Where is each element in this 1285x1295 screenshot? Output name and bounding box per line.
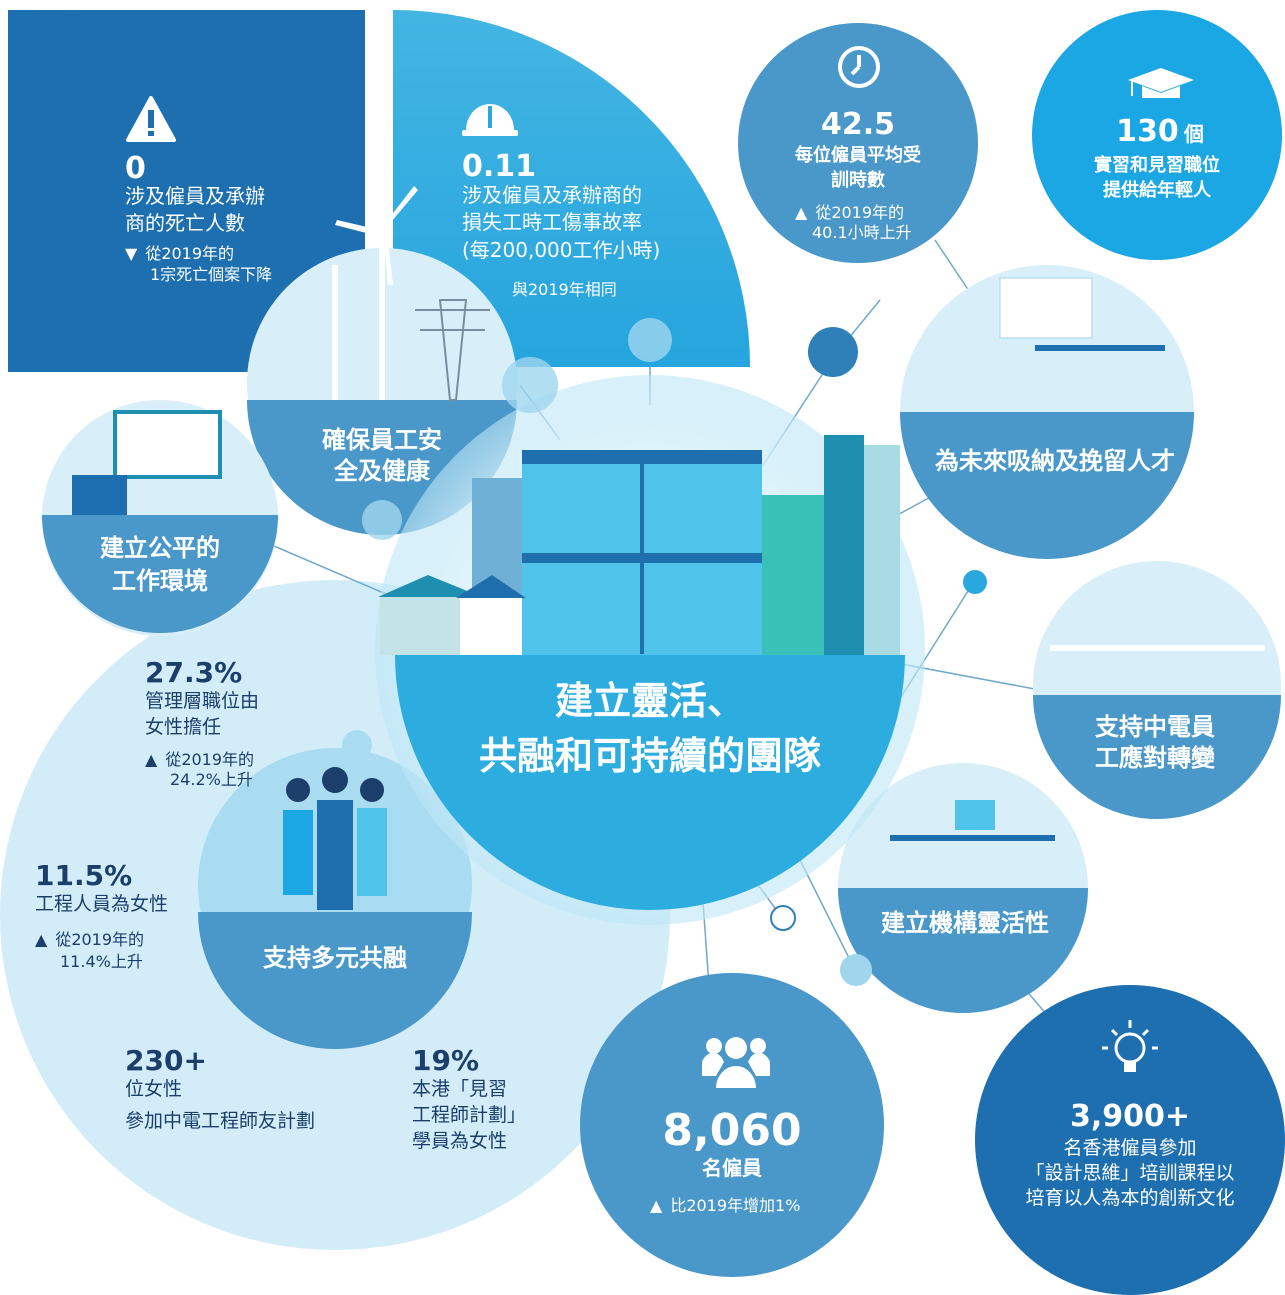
fair-label: 工作環境: [112, 567, 208, 595]
injury-desc: 損失工時工傷事故率: [462, 210, 642, 234]
mgmt-change: ▲從2019年的: [145, 750, 255, 769]
dot: [808, 327, 858, 377]
up-arrow-icon: ▲: [650, 1196, 663, 1215]
injury-desc: 涉及僱員及承辦商的: [462, 183, 642, 207]
training-desc: 訓時數: [831, 170, 885, 191]
design-desc: 培育以人為本的創新文化: [1025, 1187, 1235, 1209]
hard-hat-icon: [462, 104, 518, 136]
graduates-desc: 工程師計劃」: [412, 1104, 527, 1126]
injury-change: 與2019年相同: [512, 280, 617, 299]
training-change: 40.1小時上升: [812, 223, 912, 242]
dot: [963, 570, 987, 594]
fatality-value: 0: [125, 151, 146, 186]
design-desc: 名香港僱員參加: [1063, 1137, 1197, 1159]
dot: [502, 357, 558, 413]
lightbulb-icon: [1102, 1020, 1158, 1072]
mentor-value: 230+: [125, 1044, 207, 1077]
down-arrow-icon: ▼: [125, 244, 138, 263]
midcareer-label: 工應對轉變: [1095, 744, 1215, 772]
wind-turbine-illustration: [332, 230, 385, 400]
fatality-change: ▼從2019年的: [125, 244, 235, 263]
internship-value: 130 個: [1116, 114, 1204, 149]
safety-label: 確保員工安: [322, 426, 442, 454]
diversity-label: 支持多元共融: [263, 944, 407, 972]
graduates-desc: 學員為女性: [412, 1130, 508, 1152]
city-illustration: [378, 277, 1093, 655]
mgmt-change: 24.2%上升: [170, 770, 253, 789]
engineers-change: 11.4%上升: [60, 952, 143, 971]
up-arrow-icon: ▲: [35, 930, 48, 949]
fatality-desc: 商的死亡人數: [125, 211, 245, 235]
up-arrow-icon: ▲: [145, 750, 158, 769]
women-illustration: [283, 767, 387, 910]
design-value: 3,900+: [1069, 1099, 1191, 1134]
fair-label: 建立公平的: [100, 534, 220, 562]
employees-change: ▲比2019年增加1%: [650, 1196, 801, 1215]
internship-circle: [1032, 10, 1282, 260]
injury-desc: (每200,000工作小時): [462, 238, 661, 262]
training-change: ▲從2019年的: [795, 203, 905, 222]
dot: [840, 954, 872, 986]
center-fill: [395, 655, 905, 910]
fatality-desc: 涉及僱員及承辦: [125, 184, 265, 208]
flexibility-label: 建立機構靈活性: [881, 909, 1049, 937]
video-monitor: [113, 410, 222, 479]
up-arrow-icon: ▲: [795, 203, 808, 222]
employees-circle: [580, 973, 884, 1277]
dot: [770, 905, 796, 931]
mgmt-desc: 女性擔任: [145, 716, 222, 738]
dot: [628, 318, 672, 362]
design-desc: 「設計思維」培訓課程以: [1025, 1162, 1235, 1184]
training-desc: 每位僱員平均受: [795, 145, 921, 166]
training-value: 42.5: [820, 107, 896, 142]
engineers-change: ▲從2019年的: [35, 930, 145, 949]
internship-desc: 提供給年輕人: [1103, 180, 1211, 201]
warning-icon: [126, 96, 176, 142]
graduates-value: 19%: [412, 1044, 480, 1077]
desk: [890, 835, 1055, 841]
engineers-desc: 工程人員為女性: [35, 893, 169, 915]
graduation-cap-icon: [1128, 68, 1194, 98]
mentor-desc: 參加中電工程師友計劃: [125, 1110, 316, 1132]
training-circle: [738, 23, 978, 263]
pylon: [415, 299, 490, 401]
dot: [342, 730, 372, 760]
employees-value: 8,060: [662, 1105, 802, 1156]
graduates-desc: 本港「見習: [412, 1078, 508, 1100]
talent-label: 為未來吸納及挽留人才: [935, 447, 1175, 475]
mgmt-desc: 管理層職位由: [145, 690, 260, 712]
engineers-value: 11.5%: [35, 859, 133, 892]
mgmt-value: 27.3%: [145, 656, 243, 689]
safety-label: 全及健康: [334, 457, 430, 485]
fatality-change: 1宗死亡個案下降: [150, 265, 273, 284]
center-title: 建立靈活、: [554, 679, 745, 723]
clock-icon: [838, 46, 880, 88]
people-group-icon: [702, 1037, 770, 1088]
internship-desc: 實習和見習職位: [1094, 155, 1220, 176]
turbine-blades: [335, 186, 418, 285]
design-circle: [975, 985, 1285, 1295]
midcareer-label: 支持中電員: [1095, 713, 1215, 741]
table: [1050, 645, 1265, 651]
injury-value: 0.11: [462, 149, 537, 184]
dot: [362, 500, 402, 540]
employees-desc: 名僱員: [702, 1156, 762, 1180]
mentor-desc: 位女性: [125, 1078, 183, 1100]
center-title: 共融和可持續的團隊: [478, 734, 821, 778]
